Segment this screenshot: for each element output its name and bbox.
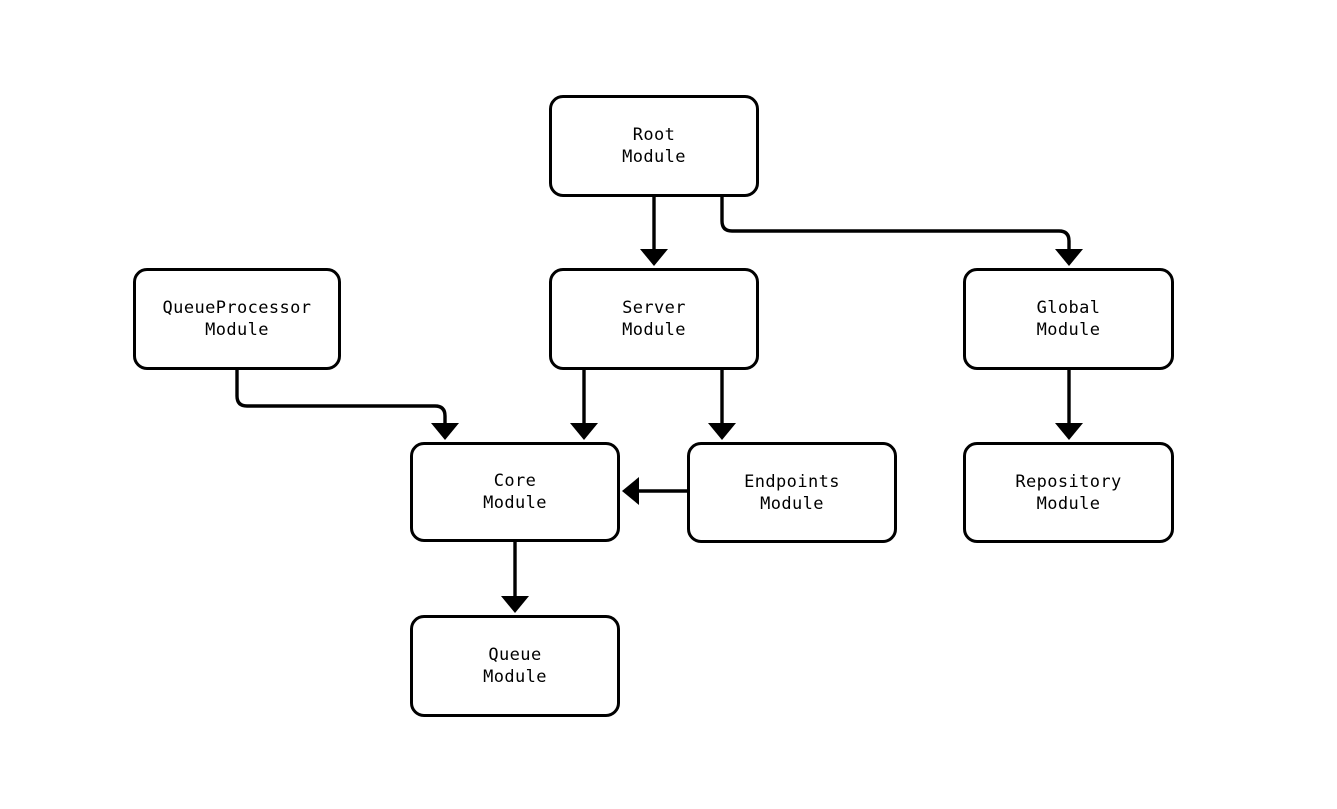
edge-endpoints-to-core [622,477,687,505]
node-root-label-line1: Root [632,125,676,145]
edge-queueprocessor-to-core [235,370,459,440]
node-endpoints-label-line2: Module [760,493,824,514]
node-queueprocessor-label-line1: QueueProcessor [162,298,312,318]
node-core[interactable]: Core Module [410,442,620,542]
node-queue-label-line2: Module [483,667,547,687]
node-queue[interactable]: Queue Module [410,615,620,717]
node-repository[interactable]: Repository Module [963,442,1174,543]
node-root-label-line2: Module [622,147,686,167]
edge-server-to-endpoints [708,370,736,440]
node-queue-label-line1: Queue [488,645,542,665]
edge-core-to-queue [501,542,529,613]
node-root[interactable]: Root Module [549,95,759,197]
edge-root-to-global [720,197,1083,266]
node-queueprocessor-label-line2: Module [205,320,269,340]
edge-server-to-core [570,370,598,440]
node-global-label-line1: Global [1036,298,1101,318]
node-queueprocessor[interactable]: QueueProcessor Module [133,268,341,370]
node-global-label-line2: Module [1036,320,1101,340]
node-repository-label-line2: Module [1036,493,1101,514]
edge-root-to-server [640,197,668,266]
node-server-label-line1: Server [622,298,686,318]
node-endpoints-label-line1: Endpoints [744,471,840,492]
node-core-label-line2: Module [483,493,547,513]
node-server-label-line2: Module [622,320,686,340]
node-endpoints[interactable]: Endpoints Module [687,442,897,543]
node-global[interactable]: Global Module [963,268,1174,370]
edge-global-to-repository [1055,370,1083,440]
node-server[interactable]: Server Module [549,268,759,370]
node-core-label-line1: Core [493,471,537,491]
node-repository-label-line1: Repository [1015,471,1122,492]
